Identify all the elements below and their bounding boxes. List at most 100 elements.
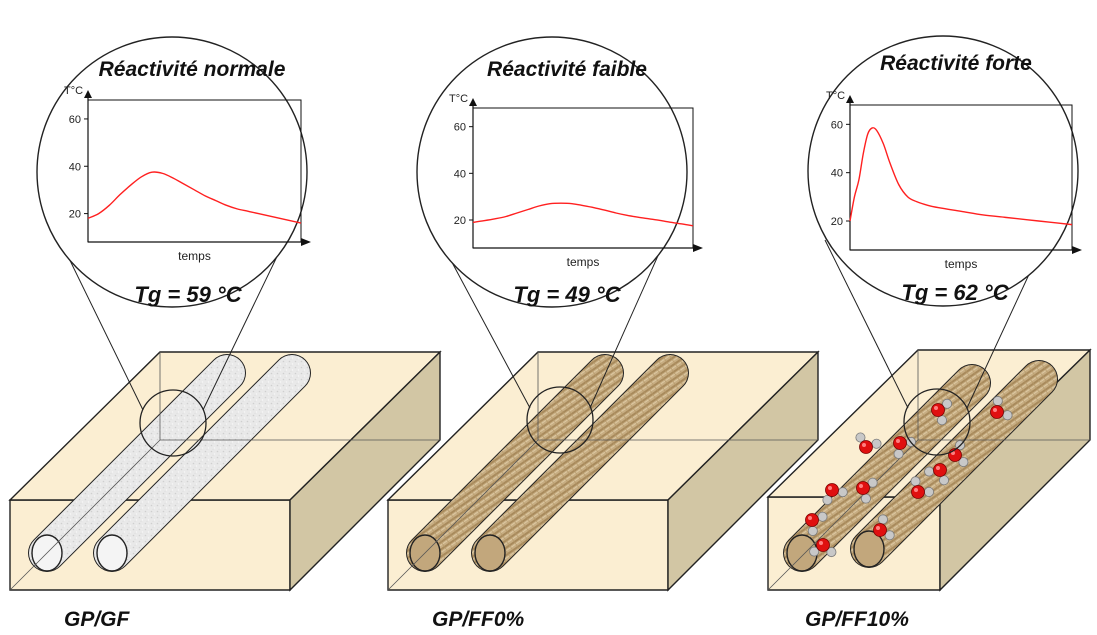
fiber-end	[96, 534, 128, 572]
zoom-line-right	[202, 239, 286, 411]
water-molecule	[822, 483, 848, 506]
water-molecule	[855, 432, 882, 454]
y-axis-label: T°C	[826, 90, 845, 102]
magnified-circle	[36, 36, 308, 308]
fiber-end	[474, 534, 506, 572]
temperature-chart: T°C temps 20 40 60	[64, 85, 311, 263]
hydrogen-atom	[807, 525, 818, 536]
atom-highlight	[934, 406, 938, 410]
y-tick-label: 40	[831, 168, 843, 180]
hydrogen-atom	[924, 466, 935, 477]
x-axis-arrow	[301, 238, 311, 246]
fiber-2	[850, 360, 1058, 568]
hydrogen-atom	[893, 448, 904, 459]
sample-label: GP/FF10%	[805, 608, 909, 631]
plot-frame	[87, 99, 302, 243]
oxygen-atom	[931, 403, 945, 417]
hydrogen-atom	[877, 514, 888, 525]
hydrogen-atom	[938, 475, 949, 486]
hydrogen-atom	[826, 547, 837, 558]
block-hidden-edge	[9, 439, 161, 591]
water-molecule	[924, 463, 949, 486]
block-hidden-edge	[767, 439, 919, 591]
water-molecule	[990, 396, 1013, 421]
hydrogen-atom	[910, 476, 921, 487]
hydrogen-atom	[936, 415, 947, 426]
water-molecule	[805, 511, 828, 536]
oxygen-atom	[911, 485, 925, 499]
x-axis-label: temps	[178, 249, 211, 263]
hydrogen-atom	[817, 511, 828, 522]
fiber-end	[853, 530, 885, 568]
atom-highlight	[936, 466, 940, 470]
atom-highlight	[819, 541, 823, 545]
fiber-body	[472, 355, 688, 571]
zoom-circle	[139, 389, 207, 457]
atom-highlight	[808, 516, 812, 520]
y-tick-label: 60	[454, 122, 466, 134]
water-molecule	[873, 514, 895, 541]
oxygen-atom	[859, 440, 873, 454]
hydrogen-atom	[822, 495, 833, 506]
y-axis-arrow	[469, 98, 477, 106]
panel-title: Réactivité forte	[880, 52, 1032, 75]
hydrogen-atom	[871, 438, 882, 449]
zoom-line-right	[589, 239, 666, 409]
water-molecule	[809, 538, 837, 558]
atom-highlight	[896, 439, 900, 443]
tg-value: Tg = 62 °C	[901, 280, 1009, 305]
x-axis-label: temps	[945, 257, 978, 271]
sample-label: GP/GF	[64, 608, 131, 631]
y-tick-label: 20	[831, 216, 843, 228]
oxygen-atom	[893, 436, 907, 450]
fiber-2	[93, 354, 311, 572]
oxygen-atom	[873, 523, 887, 537]
x-axis-label: temps	[567, 255, 600, 269]
y-tick-label: 60	[69, 114, 81, 126]
plot-frame	[472, 107, 694, 249]
oxygen-atom	[933, 463, 947, 477]
y-tick-label: 20	[454, 215, 466, 227]
x-axis-arrow	[1072, 246, 1082, 254]
tg-value: Tg = 59 °C	[134, 282, 242, 307]
zoom-circle	[903, 388, 971, 456]
sample-label: GP/FF0%	[432, 608, 525, 631]
zoom-line-left	[59, 239, 144, 411]
y-axis-arrow	[846, 95, 854, 103]
hydrogen-atom	[884, 530, 895, 541]
hydrogen-atom	[958, 457, 969, 468]
atom-highlight	[859, 484, 863, 488]
atom-highlight	[914, 488, 918, 492]
oxygen-atom	[805, 513, 819, 527]
tg-value: Tg = 49 °C	[513, 282, 621, 307]
water-molecule	[931, 398, 953, 426]
atom-highlight	[862, 443, 866, 447]
hydrogen-atom	[992, 396, 1003, 407]
magnified-circle	[416, 36, 688, 308]
y-axis-label: T°C	[449, 93, 468, 105]
temperature-curve	[87, 171, 302, 224]
hydrogen-atom	[1002, 410, 1013, 421]
panel-title: Réactivité faible	[487, 58, 647, 81]
fiber-body	[851, 361, 1057, 567]
hydrogen-atom	[867, 477, 878, 488]
fiber-body	[94, 355, 310, 571]
hydrogen-atom	[942, 398, 953, 409]
y-tick-label: 40	[69, 161, 81, 173]
hydrogen-atom	[809, 546, 820, 557]
y-axis-arrow	[84, 90, 92, 98]
oxygen-atom	[825, 483, 839, 497]
oxygen-atom	[948, 448, 962, 462]
oxygen-atom	[856, 481, 870, 495]
y-tick-label: 20	[69, 209, 81, 221]
temperature-curve	[472, 202, 694, 227]
water-molecule	[910, 476, 935, 499]
y-axis-label: T°C	[64, 85, 83, 97]
hydrogen-atom	[924, 486, 935, 497]
atom-highlight	[993, 408, 997, 412]
